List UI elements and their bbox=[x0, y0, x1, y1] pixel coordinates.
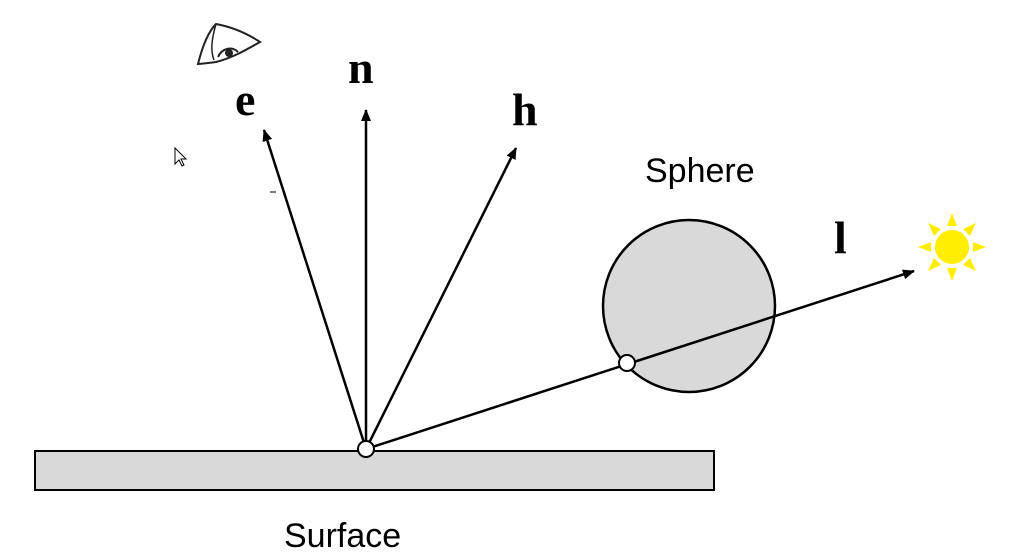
half-vector-label: h bbox=[512, 84, 538, 135]
sphere-intersection-point bbox=[618, 354, 636, 372]
half-vector-arrow bbox=[364, 147, 518, 450]
mouse-cursor-icon bbox=[174, 146, 188, 167]
eye-vector-arrow bbox=[262, 129, 368, 450]
normal-vector-label: n bbox=[348, 42, 374, 93]
eye-icon bbox=[196, 22, 262, 66]
surface-point bbox=[357, 440, 375, 458]
light-vector-arrow bbox=[365, 269, 915, 451]
surface-label: Surface bbox=[284, 517, 401, 555]
surface-rect bbox=[34, 450, 715, 491]
sun-icon bbox=[918, 213, 986, 281]
sphere-label: Sphere bbox=[645, 152, 755, 190]
light-vector-label: l bbox=[834, 212, 847, 263]
sphere-circle bbox=[601, 218, 777, 394]
eye-vector-label: e bbox=[235, 74, 255, 125]
